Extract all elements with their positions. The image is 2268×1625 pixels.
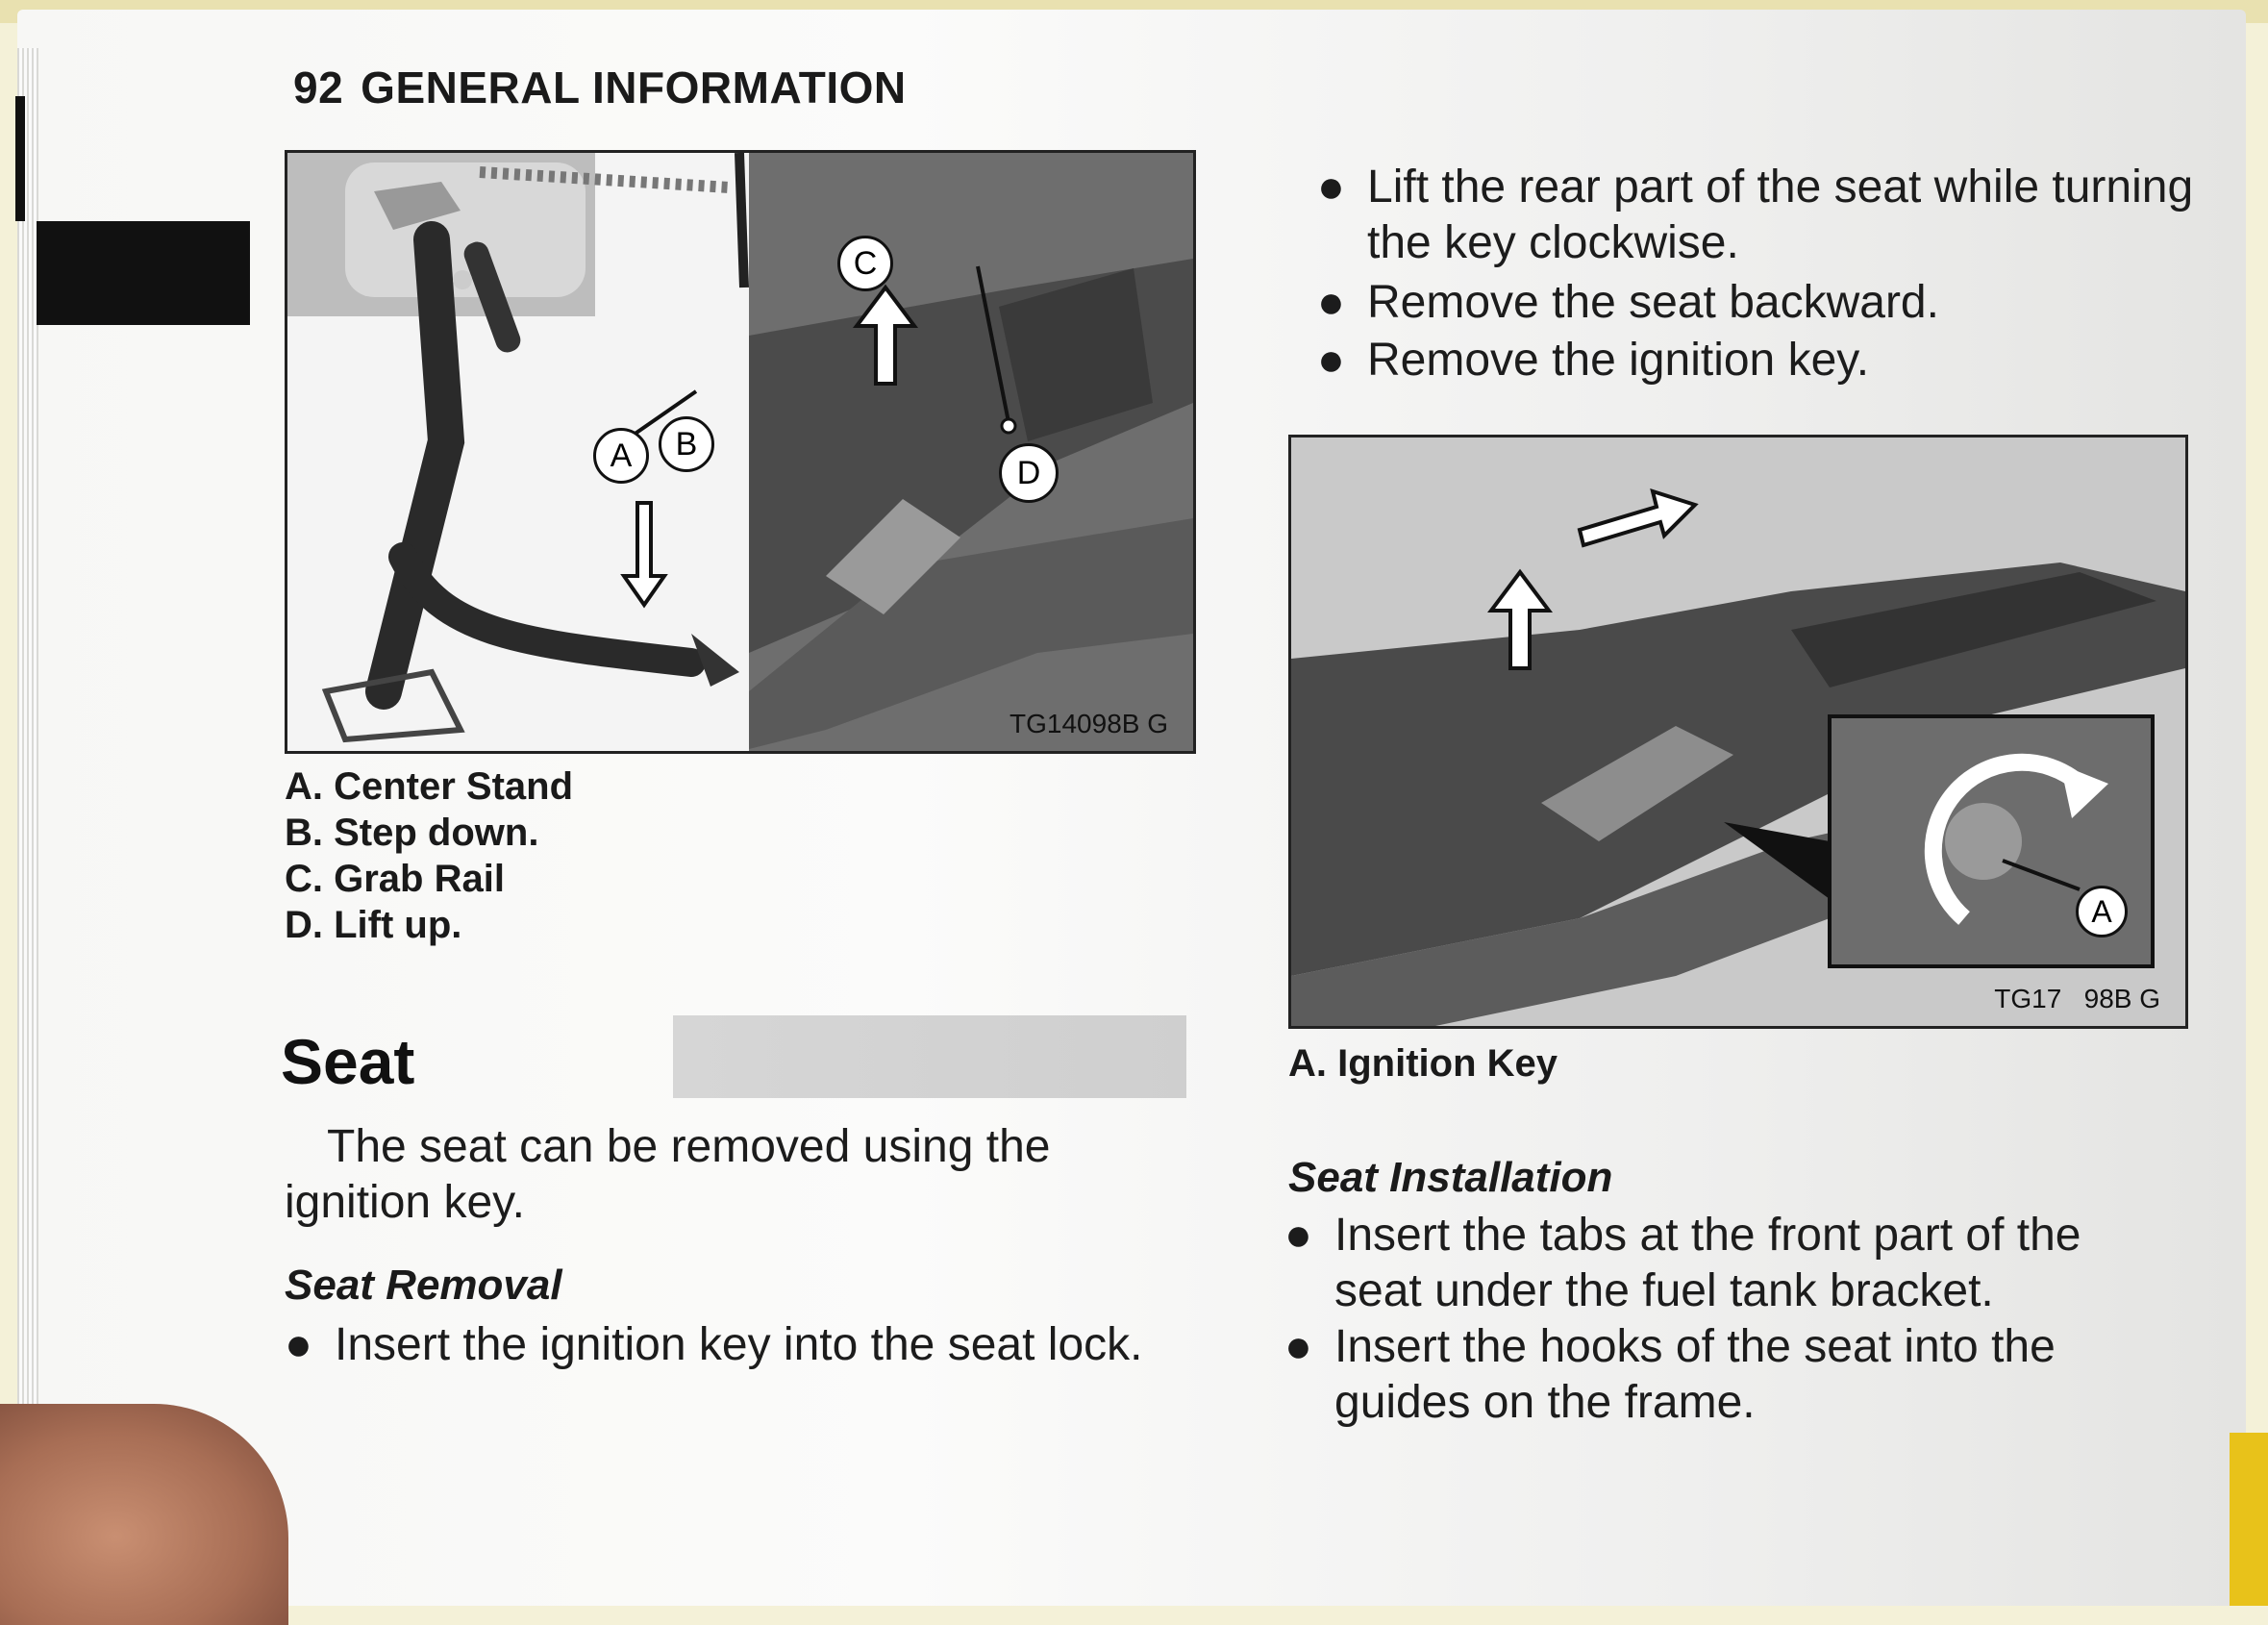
legend-item: B. Step down. (285, 812, 539, 854)
legend-item: A. Center Stand (285, 765, 574, 808)
rotate-clockwise-icon (1924, 753, 2108, 925)
removal-step: ●Lift the rear part of the seat while tu… (1317, 162, 2194, 268)
seat-removal-illustration (1291, 438, 2185, 1026)
redaction-mark (37, 221, 250, 325)
removal-step: ●Insert the ignition key into the seat l… (285, 1319, 1143, 1370)
callout-c: C (837, 236, 893, 291)
center-stand-illustration (287, 153, 1193, 751)
figure-center-stand: A B C D TG14098B G (285, 150, 1196, 754)
installation-step: ●Insert the tabs at the front part of th… (1284, 1210, 2081, 1316)
page-stack-edge (17, 48, 38, 1529)
figure2-legend: A. Ignition Key (1288, 1042, 1558, 1085)
removal-heading: Seat Removal (285, 1262, 562, 1309)
figure-code: TG14098B G (1009, 709, 1168, 738)
installation-step: ●Insert the hooks of the seat into the g… (1284, 1321, 2056, 1428)
removal-step: ●Remove the ignition key. (1317, 335, 1870, 386)
callout-a: A (593, 428, 649, 484)
arrow-up-icon (1487, 568, 1553, 670)
figure1-legend: A. Center Stand B. Step down. C. Grab Ra… (285, 763, 573, 948)
arrow-down-icon (620, 501, 668, 609)
page-header: 92 GENERAL INFORMATION (293, 62, 907, 113)
thumb (0, 1404, 288, 1625)
section-title: GENERAL INFORMATION (361, 62, 907, 112)
heading-bar (673, 1015, 1186, 1098)
callout-d: D (999, 443, 1059, 503)
installation-heading: Seat Installation (1288, 1154, 1613, 1201)
removal-step: ●Remove the seat backward. (1317, 277, 1939, 328)
seat-intro: The seat can be removed using the igniti… (285, 1121, 1051, 1228)
figure-ignition-key: A TG17 98B G (1288, 435, 2188, 1029)
arrow-up-icon (853, 284, 918, 386)
legend-item: C. Grab Rail (285, 858, 505, 900)
redaction-mark-strip (15, 96, 25, 221)
callout-a: A (2076, 886, 2128, 938)
section-heading: Seat (281, 1026, 415, 1097)
legend-item: D. Lift up. (285, 904, 462, 946)
desk-corner (2230, 1433, 2268, 1606)
arrow-right-icon (1577, 488, 1699, 548)
figure-code: TG17 98B G (1994, 984, 2160, 1013)
page-number: 92 (293, 62, 344, 112)
callout-b: B (659, 416, 714, 472)
